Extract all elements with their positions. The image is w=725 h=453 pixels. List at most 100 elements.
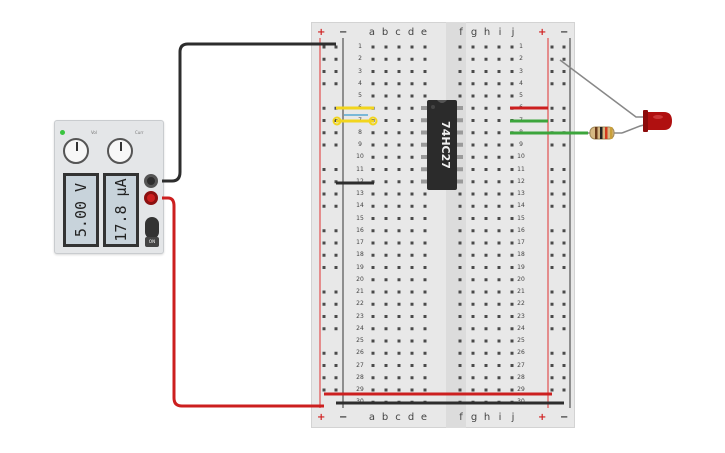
breadboard-hole[interactable]	[371, 131, 375, 135]
breadboard-hole[interactable]	[510, 57, 514, 61]
breadboard-hole[interactable]	[497, 241, 501, 245]
breadboard-hole[interactable]	[423, 82, 427, 86]
breadboard-hole[interactable]	[423, 241, 427, 245]
breadboard-hole[interactable]	[397, 229, 401, 233]
breadboard-hole[interactable]	[371, 315, 375, 318]
breadboard-hole[interactable]	[322, 204, 326, 208]
breadboard-hole[interactable]	[471, 351, 475, 355]
breadboard-hole[interactable]	[458, 217, 462, 220]
breadboard-hole[interactable]	[410, 327, 414, 331]
breadboard-hole[interactable]	[322, 82, 326, 86]
breadboard-hole[interactable]	[484, 143, 488, 147]
breadboard-hole[interactable]	[562, 266, 566, 269]
breadboard-hole[interactable]	[384, 204, 388, 208]
breadboard-hole[interactable]	[497, 119, 501, 122]
resistor[interactable]	[588, 126, 622, 140]
breadboard-hole[interactable]	[334, 351, 338, 355]
breadboard-hole[interactable]	[484, 70, 488, 73]
breadboard-hole[interactable]	[322, 290, 326, 294]
breadboard-hole[interactable]	[423, 192, 427, 196]
breadboard-hole[interactable]	[334, 327, 338, 331]
breadboard-hole[interactable]	[371, 278, 375, 282]
breadboard-hole[interactable]	[423, 364, 427, 367]
breadboard-hole[interactable]	[384, 131, 388, 135]
breadboard-hole[interactable]	[550, 143, 554, 147]
breadboard-hole[interactable]	[384, 45, 388, 49]
breadboard-hole[interactable]	[322, 180, 326, 184]
breadboard-hole[interactable]	[550, 364, 554, 367]
breadboard-hole[interactable]	[397, 168, 401, 171]
breadboard-hole[interactable]	[510, 315, 514, 318]
breadboard-hole[interactable]	[397, 339, 401, 343]
breadboard-hole[interactable]	[471, 302, 475, 306]
breadboard-hole[interactable]	[510, 364, 514, 367]
breadboard-hole[interactable]	[334, 290, 338, 294]
breadboard-hole[interactable]	[423, 229, 427, 233]
breadboard-hole[interactable]	[458, 70, 462, 73]
breadboard-hole[interactable]	[322, 241, 326, 245]
breadboard-hole[interactable]	[484, 327, 488, 331]
breadboard-hole[interactable]	[397, 57, 401, 61]
breadboard-hole[interactable]	[562, 168, 566, 171]
breadboard-hole[interactable]	[458, 302, 462, 306]
voltage-knob[interactable]	[63, 138, 89, 164]
breadboard-hole[interactable]	[397, 388, 401, 392]
breadboard-hole[interactable]	[484, 364, 488, 367]
breadboard-hole[interactable]	[497, 168, 501, 171]
breadboard-hole[interactable]	[334, 204, 338, 208]
breadboard-hole[interactable]	[371, 94, 375, 98]
breadboard-hole[interactable]	[322, 229, 326, 233]
breadboard-hole[interactable]	[423, 351, 427, 355]
breadboard-hole[interactable]	[471, 94, 475, 98]
breadboard-hole[interactable]	[497, 217, 501, 220]
breadboard-hole[interactable]	[322, 351, 326, 355]
breadboard-hole[interactable]	[550, 315, 554, 318]
breadboard-hole[interactable]	[322, 266, 326, 269]
breadboard-hole[interactable]	[484, 315, 488, 318]
breadboard-hole[interactable]	[371, 70, 375, 73]
breadboard-hole[interactable]	[410, 217, 414, 220]
breadboard-hole[interactable]	[562, 315, 566, 318]
breadboard-hole[interactable]	[497, 327, 501, 331]
breadboard-hole[interactable]	[322, 70, 326, 73]
breadboard-hole[interactable]	[562, 253, 566, 257]
breadboard-hole[interactable]	[471, 45, 475, 49]
breadboard-hole[interactable]	[397, 192, 401, 196]
breadboard-hole[interactable]	[550, 290, 554, 294]
breadboard-hole[interactable]	[334, 266, 338, 269]
breadboard-hole[interactable]	[497, 364, 501, 367]
breadboard-hole[interactable]	[484, 82, 488, 86]
breadboard-hole[interactable]	[410, 364, 414, 367]
breadboard-hole[interactable]	[510, 192, 514, 196]
breadboard-hole[interactable]	[334, 376, 338, 380]
breadboard-hole[interactable]	[371, 57, 375, 61]
breadboard-hole[interactable]	[562, 327, 566, 331]
breadboard-hole[interactable]	[384, 339, 388, 343]
breadboard-hole[interactable]	[384, 94, 388, 98]
breadboard-hole[interactable]	[384, 82, 388, 86]
breadboard-hole[interactable]	[384, 302, 388, 306]
breadboard-hole[interactable]	[423, 70, 427, 73]
breadboard-hole[interactable]	[497, 45, 501, 49]
breadboard-hole[interactable]	[371, 192, 375, 196]
breadboard-hole[interactable]	[471, 82, 475, 86]
breadboard-hole[interactable]	[497, 204, 501, 208]
breadboard-hole[interactable]	[497, 229, 501, 233]
breadboard-hole[interactable]	[562, 302, 566, 306]
breadboard-hole[interactable]	[510, 290, 514, 294]
breadboard-hole[interactable]	[410, 131, 414, 135]
breadboard-hole[interactable]	[397, 217, 401, 220]
breadboard-hole[interactable]	[397, 278, 401, 282]
breadboard-hole[interactable]	[550, 241, 554, 245]
breadboard-hole[interactable]	[334, 70, 338, 73]
breadboard-hole[interactable]	[371, 253, 375, 257]
breadboard-hole[interactable]	[471, 278, 475, 282]
breadboard-hole[interactable]	[550, 351, 554, 355]
breadboard-hole[interactable]	[562, 376, 566, 380]
breadboard-hole[interactable]	[484, 119, 488, 122]
breadboard-hole[interactable]	[510, 302, 514, 306]
breadboard-hole[interactable]	[497, 290, 501, 294]
breadboard-hole[interactable]	[397, 302, 401, 306]
breadboard-hole[interactable]	[410, 119, 414, 122]
breadboard-hole[interactable]	[458, 229, 462, 233]
